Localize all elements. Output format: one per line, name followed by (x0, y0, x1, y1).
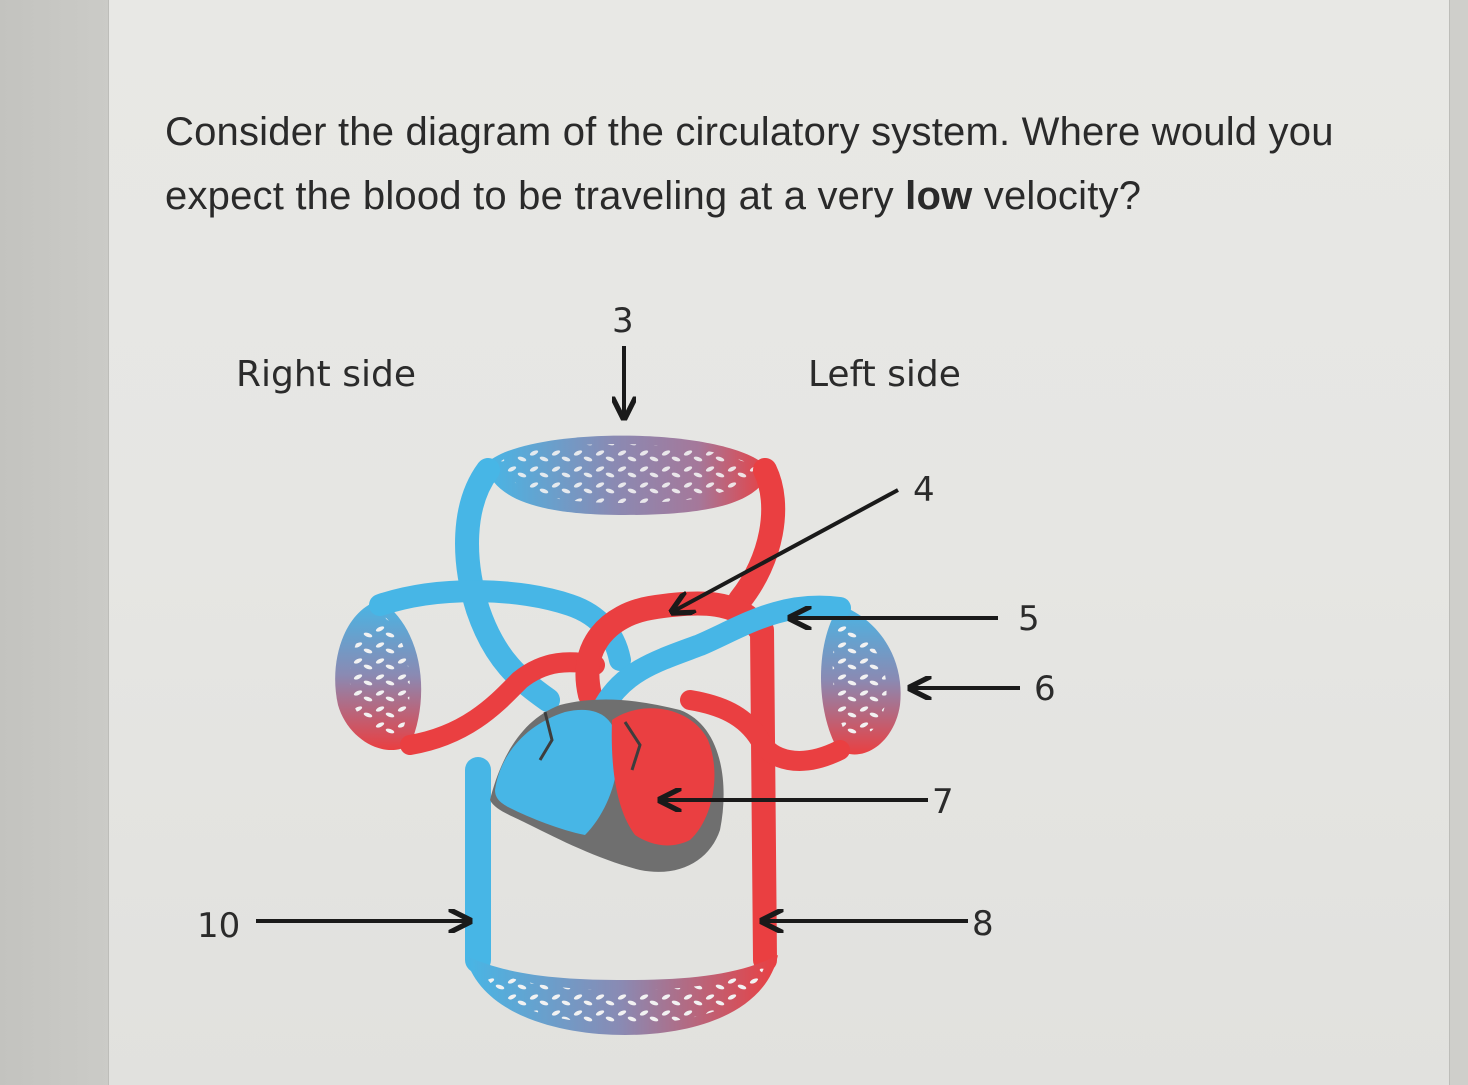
marker-8-label: 8 (972, 904, 994, 944)
question-text-end: velocity? (972, 174, 1142, 218)
upper-capillary-bed (485, 435, 770, 515)
marker-4-arrow (672, 488, 899, 612)
question-emphasis: low (905, 174, 973, 218)
question-text: Consider the diagram of the circulatory … (165, 100, 1395, 228)
marker-5-label: 5 (1018, 599, 1040, 639)
descending-aorta (750, 618, 777, 972)
heart (490, 699, 724, 872)
right-lung-capillary (335, 600, 422, 751)
left-side-label: Left side (808, 354, 961, 395)
left-margin (0, 0, 110, 1085)
marker-4-label: 4 (913, 470, 935, 510)
question-text-start: Consider the diagram of the circulatory … (165, 110, 1334, 218)
right-side-label: Right side (236, 354, 416, 395)
left-lung-capillary (820, 605, 901, 755)
pulmonary-vein-left (400, 652, 605, 755)
aortic-arch (575, 591, 772, 707)
marker-6-label: 6 (1034, 669, 1056, 709)
marker-3-label: 3 (612, 301, 634, 341)
marker-10-label: 10 (197, 906, 240, 946)
pulmonary-vein-right (680, 690, 850, 771)
upper-artery (728, 458, 786, 612)
lower-capillary-bed (465, 955, 778, 1035)
marker-7-label: 7 (932, 782, 954, 822)
